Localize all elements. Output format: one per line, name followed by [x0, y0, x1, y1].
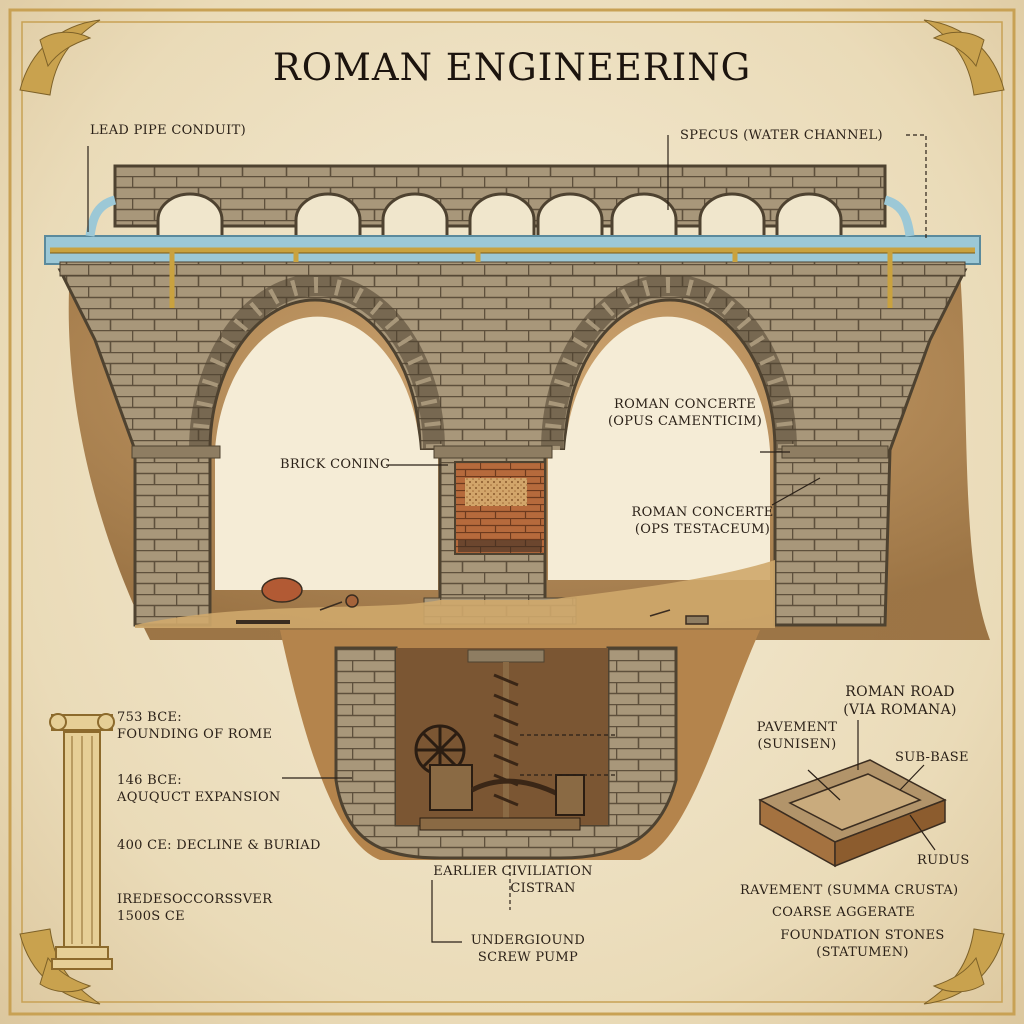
label-ravement: RAVEMENT (SUMMA CRUSTA) [740, 883, 959, 898]
timeline-entry: 400 CE: DECLINE & BURIAD [117, 838, 321, 855]
drive-shaft [470, 778, 562, 798]
label-foundation-stones: FOUNDATION STONES (STATUMEN) [780, 928, 945, 962]
label-roman-road: ROMAN ROAD (VIA ROMANA) [830, 683, 970, 719]
label-roman-road-line1: ROMAN ROAD [845, 684, 955, 700]
pump-housing [429, 764, 473, 811]
label-foundation-stones-line1: FOUNDATION STONES [780, 928, 945, 943]
pump-platform [419, 817, 581, 831]
loose-brick [685, 615, 709, 625]
pipe-downspouts [169, 250, 893, 308]
timeline-entry: 753 BCE: FOUNDING OF ROME [117, 710, 272, 744]
outer-border [8, 8, 1016, 1016]
right-arch-joints [544, 277, 794, 451]
label-specus: SPECUS (WATER CHANNEL) [680, 128, 883, 143]
opus-caementicium-fill [465, 478, 527, 506]
label-brick-core: BRICK CONINC [280, 457, 391, 472]
pier-capital [433, 445, 553, 459]
label-concrete-testaceum-line2: (OPS TESTACEUM) [634, 521, 771, 537]
label-coarse-aggregate: COARSE AGGERATE [772, 905, 916, 920]
page-title: ROMAN ENGINEERING [272, 46, 752, 89]
label-earlier-cistern-line1: EARLIER CIVILIATION [433, 864, 593, 879]
gear-box [555, 774, 585, 816]
label-screw-pump-line1: UNDERGIOUND [470, 933, 586, 948]
inner-border [21, 21, 1003, 1003]
label-concrete-caementicium-line1: ROMAN CONCERTE [614, 397, 756, 412]
timeline-entry-date: 400 CE: DECLINE & BURIAD [117, 838, 321, 853]
left-pier-capital [131, 445, 221, 459]
pier-base-course [458, 540, 542, 552]
timeline-entry: 146 BCE: AQUQUCT EXPANSION [117, 773, 281, 807]
label-concrete-caementicium: ROMAN CONCERTE (OPUS CAMENTICIM) [600, 397, 770, 431]
label-earlier-cistern-line2: CISTRAN [510, 880, 576, 896]
timeline-entry: IREDESOCCORSSVER 1500S CE [117, 892, 272, 926]
upper-arcade-arches [156, 192, 843, 242]
timeline-entry-date: 753 BCE: [117, 710, 182, 725]
label-screw-pump: UNDERGIOUND SCREW PUMP [458, 933, 598, 967]
pump-shaft-cap [467, 649, 545, 663]
corner-leaf-ornament-br [923, 928, 1005, 1005]
timeline-entry-event: AQUQUCT EXPANSION [117, 789, 281, 805]
corner-leaf-ornament-tl [19, 19, 101, 96]
brick-core-cutaway [454, 461, 546, 555]
water-spout-right [883, 195, 915, 237]
archimedes-screw [493, 662, 519, 820]
ionic-column [49, 713, 115, 970]
label-earlier-cistern: EARLIER CIVILIATION CISTRAN [428, 864, 598, 898]
label-pavement-line2: (SUNISEN) [757, 736, 837, 752]
channel-floor [59, 261, 966, 277]
ground-surface [135, 560, 775, 628]
left-arch-joints [192, 277, 442, 451]
label-concrete-caementicium-line2: (OPUS CAMENTICIM) [607, 413, 763, 429]
timeline-entry-date: 146 BCE: [117, 773, 182, 788]
water-spout-left [85, 195, 117, 237]
label-lead-pipe: LEAD PIPE CONDUIT) [90, 123, 246, 138]
trowel [649, 609, 671, 617]
label-sub-base: SUB-BASE [895, 750, 969, 765]
left-arch-opening [215, 316, 438, 590]
right-arch-opening [548, 316, 770, 580]
label-pavement-line1: PAVEMENT [756, 720, 838, 735]
label-roman-road-line2: (VIA ROMANA) [843, 702, 957, 719]
label-rudus: RUDUS [917, 853, 970, 868]
label-concrete-testaceum-line1: ROMAN CONCERTE [631, 505, 774, 520]
rubble-stone [345, 594, 359, 608]
broken-amphora [261, 577, 303, 603]
label-foundation-stones-line2: (STATUMEN) [816, 944, 909, 960]
timeline-entry-event: IREDESOCCORSSVER [117, 892, 273, 907]
label-concrete-testaceum: ROMAN CONCERTE (OPS TESTACEUM) [620, 505, 785, 539]
timeline-entry-date: 1500S CE [117, 908, 185, 924]
label-pavement: PAVEMENT (SUNISEN) [752, 720, 842, 754]
right-pier-capital [781, 445, 889, 459]
leader-lines [87, 134, 936, 943]
ground-tools [236, 577, 709, 625]
timeline-entry-event: FOUNDING OF ROME [117, 726, 273, 742]
road-cross-section [758, 759, 947, 868]
label-screw-pump-line2: SCREW PUMP [477, 949, 579, 965]
chisel [319, 601, 343, 611]
corner-leaf-ornament-tr [923, 19, 1005, 96]
